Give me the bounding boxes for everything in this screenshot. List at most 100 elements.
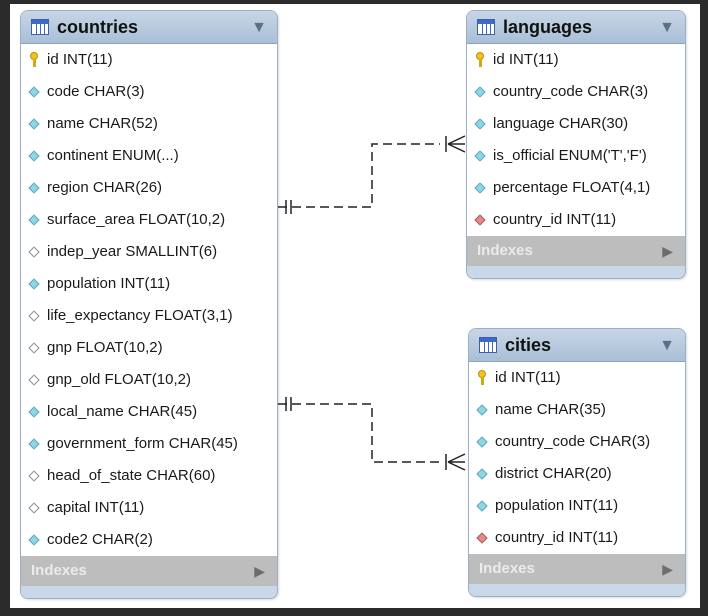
- column-label: name CHAR(35): [495, 401, 606, 418]
- collapse-arrow-icon[interactable]: ▼: [251, 19, 267, 36]
- column-row[interactable]: population INT(11): [21, 268, 277, 300]
- column-row[interactable]: life_expectancy FLOAT(3,1): [21, 300, 277, 332]
- nullable-column-diamond-icon: [28, 310, 40, 322]
- column-label: is_official ENUM('T','F'): [493, 147, 647, 164]
- column-label: district CHAR(20): [495, 465, 612, 482]
- column-label: name CHAR(52): [47, 115, 158, 132]
- column-row[interactable]: country_code CHAR(3): [469, 426, 685, 458]
- column-label: id INT(11): [495, 369, 561, 386]
- indexes-label: Indexes: [479, 560, 535, 577]
- column-diamond-icon: [476, 436, 488, 448]
- column-label: local_name CHAR(45): [47, 403, 198, 420]
- column-diamond-icon: [28, 278, 40, 290]
- crowfoot-languages: [447, 135, 466, 153]
- column-label: gnp_old FLOAT(10,2): [47, 371, 191, 388]
- column-row[interactable]: district CHAR(20): [469, 458, 685, 490]
- indexes-section[interactable]: Indexes ▶: [467, 236, 685, 266]
- column-row[interactable]: country_code CHAR(3): [467, 76, 685, 108]
- collapse-arrow-icon[interactable]: ▼: [659, 337, 675, 354]
- table-header[interactable]: cities ▼: [469, 329, 685, 362]
- column-label: id INT(11): [493, 51, 559, 68]
- column-label: capital INT(11): [47, 499, 145, 516]
- column-row[interactable]: name CHAR(52): [21, 108, 277, 140]
- foreign-key-diamond-icon: [474, 214, 486, 226]
- column-label: life_expectancy FLOAT(3,1): [47, 307, 233, 324]
- column-label: id INT(11): [47, 51, 113, 68]
- relationship-lines: [278, 135, 466, 471]
- column-row[interactable]: percentage FLOAT(4,1): [467, 172, 685, 204]
- column-label: code2 CHAR(2): [47, 531, 153, 548]
- table-footer: [21, 586, 277, 598]
- column-row[interactable]: id INT(11): [469, 362, 685, 394]
- column-row[interactable]: capital INT(11): [21, 492, 277, 524]
- primary-key-icon: [29, 52, 39, 68]
- column-diamond-icon: [476, 468, 488, 480]
- column-diamond-icon: [476, 404, 488, 416]
- column-row[interactable]: indep_year SMALLINT(6): [21, 236, 277, 268]
- column-label: population INT(11): [47, 275, 171, 292]
- column-row[interactable]: population INT(11): [469, 490, 685, 522]
- column-label: indep_year SMALLINT(6): [47, 243, 218, 260]
- expand-arrow-icon[interactable]: ▶: [254, 563, 265, 579]
- indexes-section[interactable]: Indexes ▶: [469, 554, 685, 584]
- column-diamond-icon: [28, 86, 40, 98]
- relationship-countries-languages: [278, 143, 440, 208]
- column-row[interactable]: country_id INT(11): [469, 522, 685, 554]
- column-label: country_id INT(11): [495, 529, 619, 546]
- nullable-column-diamond-icon: [28, 470, 40, 482]
- column-label: code CHAR(3): [47, 83, 145, 100]
- column-row[interactable]: name CHAR(35): [469, 394, 685, 426]
- column-row[interactable]: continent ENUM(...): [21, 140, 277, 172]
- column-row[interactable]: gnp FLOAT(10,2): [21, 332, 277, 364]
- column-label: percentage FLOAT(4,1): [493, 179, 651, 196]
- column-diamond-icon: [28, 214, 40, 226]
- table-languages[interactable]: languages ▼ id INT(11) country_code CHAR(…: [466, 10, 686, 279]
- column-label: government_form CHAR(45): [47, 435, 238, 452]
- column-diamond-icon: [28, 118, 40, 130]
- primary-key-icon: [475, 52, 485, 68]
- table-title: cities: [505, 335, 552, 355]
- expand-arrow-icon[interactable]: ▶: [662, 561, 673, 577]
- column-label: country_id INT(11): [493, 211, 617, 228]
- nullable-column-diamond-icon: [28, 374, 40, 386]
- expand-arrow-icon[interactable]: ▶: [662, 243, 673, 259]
- column-row[interactable]: language CHAR(30): [467, 108, 685, 140]
- column-list: id INT(11) code CHAR(3) name CHAR(52) conti…: [21, 44, 277, 556]
- collapse-arrow-icon[interactable]: ▼: [659, 19, 675, 36]
- table-header[interactable]: countries ▼: [21, 11, 277, 44]
- indexes-section[interactable]: Indexes ▶: [21, 556, 277, 586]
- column-row[interactable]: code CHAR(3): [21, 76, 277, 108]
- column-row[interactable]: local_name CHAR(45): [21, 396, 277, 428]
- relationship-countries-cities: [278, 403, 440, 463]
- table-icon: [479, 337, 497, 353]
- column-diamond-icon: [28, 438, 40, 450]
- table-countries[interactable]: countries ▼ id INT(11) code CHAR(3) name C…: [20, 10, 278, 599]
- column-label: continent ENUM(...): [47, 147, 179, 164]
- column-row[interactable]: government_form CHAR(45): [21, 428, 277, 460]
- column-label: gnp FLOAT(10,2): [47, 339, 163, 356]
- column-row[interactable]: id INT(11): [467, 44, 685, 76]
- column-row[interactable]: surface_area FLOAT(10,2): [21, 204, 277, 236]
- column-row[interactable]: country_id INT(11): [467, 204, 685, 236]
- column-label: region CHAR(26): [47, 179, 163, 196]
- column-label: population INT(11): [495, 497, 619, 514]
- indexes-label: Indexes: [477, 242, 533, 259]
- column-row[interactable]: id INT(11): [21, 44, 277, 76]
- table-icon: [477, 19, 495, 35]
- column-row[interactable]: code2 CHAR(2): [21, 524, 277, 556]
- column-row[interactable]: is_official ENUM('T','F'): [467, 140, 685, 172]
- column-diamond-icon: [28, 406, 40, 418]
- column-label: surface_area FLOAT(10,2): [47, 211, 226, 228]
- column-diamond-icon: [474, 118, 486, 130]
- column-label: country_code CHAR(3): [495, 433, 651, 450]
- column-label: language CHAR(30): [493, 115, 629, 132]
- column-diamond-icon: [28, 534, 40, 546]
- diagram-canvas: countries ▼ id INT(11) code CHAR(3) name C…: [10, 4, 700, 608]
- table-header[interactable]: languages ▼: [467, 11, 685, 44]
- column-row[interactable]: region CHAR(26): [21, 172, 277, 204]
- column-row[interactable]: head_of_state CHAR(60): [21, 460, 277, 492]
- column-row[interactable]: gnp_old FLOAT(10,2): [21, 364, 277, 396]
- table-cities[interactable]: cities ▼ id INT(11) name CHAR(35) country_…: [468, 328, 686, 597]
- column-label: head_of_state CHAR(60): [47, 467, 216, 484]
- column-diamond-icon: [474, 86, 486, 98]
